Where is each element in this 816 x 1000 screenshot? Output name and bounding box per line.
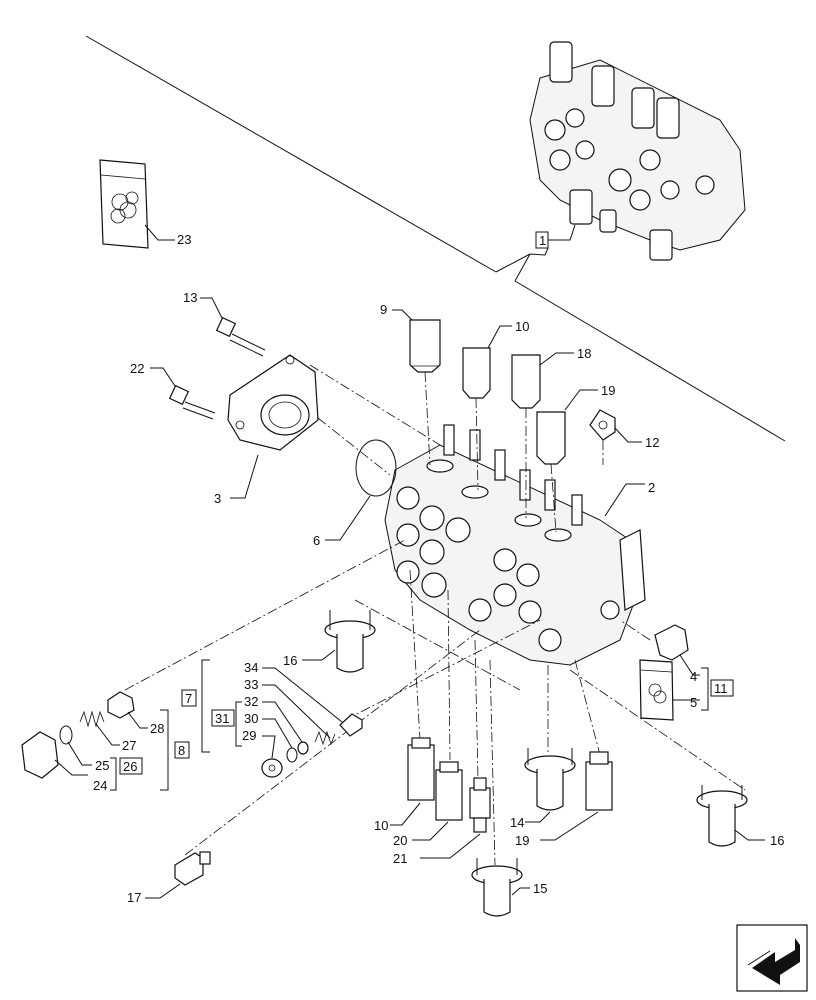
- cartridge-20: [435, 761, 463, 821]
- cartridge-10-bottom: [407, 737, 435, 801]
- callout-16-right: 16: [770, 833, 784, 848]
- callout-34: 34: [244, 660, 258, 675]
- callout-26: 26: [123, 759, 137, 774]
- plug-24: [21, 731, 59, 779]
- cartridge-19-bottom: [585, 751, 613, 811]
- label-box-26: [119, 757, 143, 775]
- callout-6: 6: [313, 533, 320, 548]
- bracket-7: [201, 659, 210, 753]
- valve-body-2: [384, 424, 646, 666]
- callout-13: 13: [183, 290, 197, 305]
- bracket-8: [160, 709, 169, 791]
- callout-15: 15: [533, 881, 547, 896]
- bracket-31: [235, 701, 242, 747]
- o-ring-25: [59, 725, 73, 745]
- plug-18: [511, 354, 541, 409]
- o-ring-6: [355, 439, 397, 497]
- callout-16-left: 16: [283, 653, 297, 668]
- fitting-15: [471, 858, 523, 917]
- fitting-14: [524, 748, 576, 811]
- callout-11: 11: [714, 681, 728, 696]
- plug-10-top: [462, 347, 491, 399]
- callout-17: 17: [127, 890, 141, 905]
- valve-assembly-overview: [529, 41, 746, 261]
- bolt-13: [215, 316, 266, 357]
- callout-14: 14: [510, 815, 524, 830]
- next-page-arrow-icon[interactable]: [736, 924, 808, 992]
- callout-9: 9: [380, 302, 387, 317]
- o-ring-30: [286, 747, 298, 763]
- callout-19-bottom: 19: [515, 833, 529, 848]
- callout-3: 3: [214, 491, 221, 506]
- bracket-26: [110, 757, 117, 791]
- plug-9: [409, 319, 441, 373]
- spring-27: [79, 710, 105, 728]
- seal-kit-bag-5: [639, 659, 674, 721]
- callout-22: 22: [130, 361, 144, 376]
- plug-17: [174, 851, 211, 886]
- callout-30: 30: [244, 711, 258, 726]
- label-box-8: [174, 741, 190, 759]
- callout-20: 20: [393, 833, 407, 848]
- spring-33: [314, 730, 336, 746]
- fitting-16-right: [696, 785, 748, 847]
- callout-25: 25: [95, 758, 109, 773]
- poppet-34: [339, 713, 363, 737]
- bracket-11: [701, 667, 709, 711]
- bolt-22: [168, 384, 216, 420]
- label-box-11: [710, 679, 734, 697]
- section-divider-lines: [85, 35, 786, 442]
- washer-32: [297, 741, 309, 755]
- callout-7: 7: [185, 691, 192, 706]
- flange-3: [227, 354, 319, 451]
- callout-12: 12: [645, 435, 659, 450]
- callout-18: 18: [577, 346, 591, 361]
- callout-23: 23: [177, 232, 191, 247]
- callout-33: 33: [244, 677, 258, 692]
- callout-21: 21: [393, 851, 407, 866]
- callout-4: 4: [690, 669, 697, 684]
- callout-2: 2: [648, 480, 655, 495]
- callout-31: 31: [215, 711, 229, 726]
- callout-19-top: 19: [601, 383, 615, 398]
- label-box-7: [181, 689, 197, 707]
- plug-4: [654, 624, 689, 661]
- callout-1: 1: [539, 233, 546, 248]
- callout-28: 28: [150, 721, 164, 736]
- callout-29: 29: [242, 728, 256, 743]
- callout-8: 8: [178, 743, 185, 758]
- alignment-lines: [124, 364, 746, 866]
- callout-32: 32: [244, 694, 258, 709]
- plug-19-top: [536, 411, 566, 465]
- callout-10-top: 10: [515, 319, 529, 334]
- plate-12: [589, 409, 616, 441]
- label-box-31: [211, 709, 235, 727]
- cartridge-21: [469, 777, 491, 833]
- poppet-28: [107, 691, 135, 719]
- callout-24: 24: [93, 778, 107, 793]
- callout-27: 27: [122, 738, 136, 753]
- callout-10-bottom: 10: [374, 818, 388, 833]
- callout-5: 5: [690, 695, 697, 710]
- seal-kit-bag-23: [99, 159, 149, 249]
- fitting-16-left: [324, 610, 376, 673]
- plug-29: [261, 758, 283, 778]
